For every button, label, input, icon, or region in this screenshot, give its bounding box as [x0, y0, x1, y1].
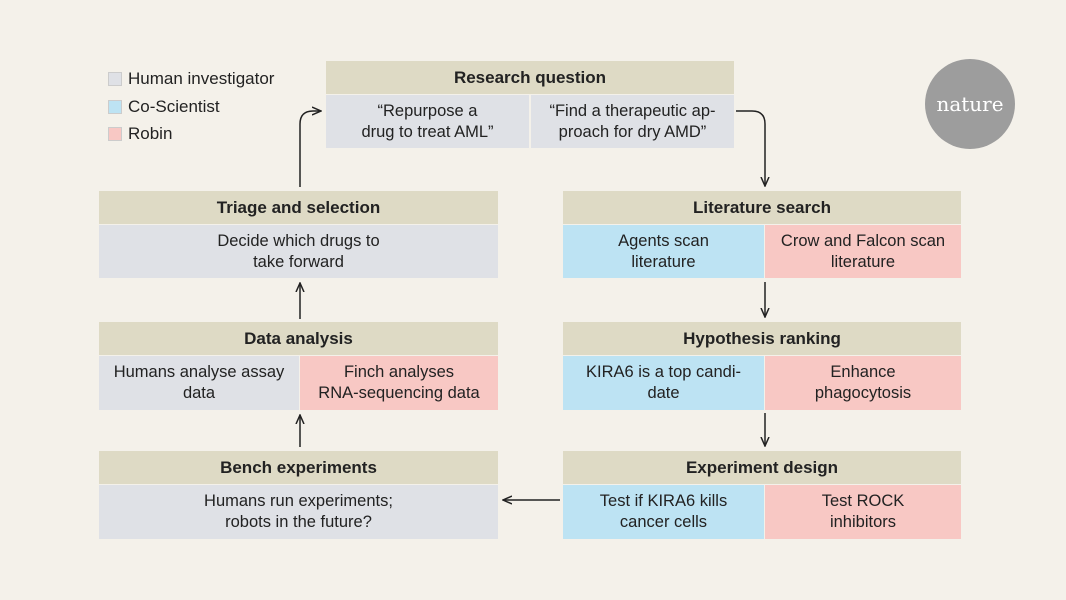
data-analysis-title: Data analysis — [99, 322, 498, 355]
legend-human: Human investigator — [108, 69, 274, 89]
nature-logo: nature — [925, 59, 1015, 149]
legend-swatch-co-scientist — [108, 100, 122, 114]
legend-swatch-human — [108, 72, 122, 86]
data-analysis-robin: Finch analyses RNA-sequencing data — [300, 356, 498, 410]
bench-experiments-body: Humans run experiments; robots in the fu… — [99, 485, 498, 539]
legend-label-robin: Robin — [128, 124, 173, 143]
research-question-aml: “Repurpose a drug to treat AML” — [326, 95, 529, 148]
hypothesis-ranking-title: Hypothesis ranking — [563, 322, 961, 355]
legend-co-scientist: Co-Scientist — [108, 97, 220, 117]
experiment-design-robin: Test ROCK inhibitors — [765, 485, 961, 539]
arrow-triage-to-question — [299, 111, 321, 187]
triage-body: Decide which drugs to take forward — [99, 225, 498, 278]
literature-search-co-scientist: Agents scan literature — [563, 225, 764, 278]
arrow-question-to-literature — [736, 110, 765, 186]
legend-label-co-scientist: Co-Scientist — [128, 97, 220, 116]
triage-title: Triage and selection — [99, 191, 498, 224]
literature-search-robin: Crow and Falcon scan literature — [765, 225, 961, 278]
legend-swatch-robin — [108, 127, 122, 141]
bench-experiments-title: Bench experiments — [99, 451, 498, 484]
data-analysis-human: Humans analyse assay data — [99, 356, 299, 410]
hypothesis-ranking-co-scientist: KIRA6 is a top candi- date — [563, 356, 764, 410]
legend-robin: Robin — [108, 124, 172, 144]
legend-label-human: Human investigator — [128, 69, 275, 88]
hypothesis-ranking-robin: Enhance phagocytosis — [765, 356, 961, 410]
research-question-amd: “Find a therapeutic ap- proach for dry A… — [531, 95, 734, 148]
literature-search-title: Literature search — [563, 191, 961, 224]
experiment-design-title: Experiment design — [563, 451, 961, 484]
research-question-title: Research question — [326, 61, 734, 94]
experiment-design-co-scientist: Test if KIRA6 kills cancer cells — [563, 485, 764, 539]
